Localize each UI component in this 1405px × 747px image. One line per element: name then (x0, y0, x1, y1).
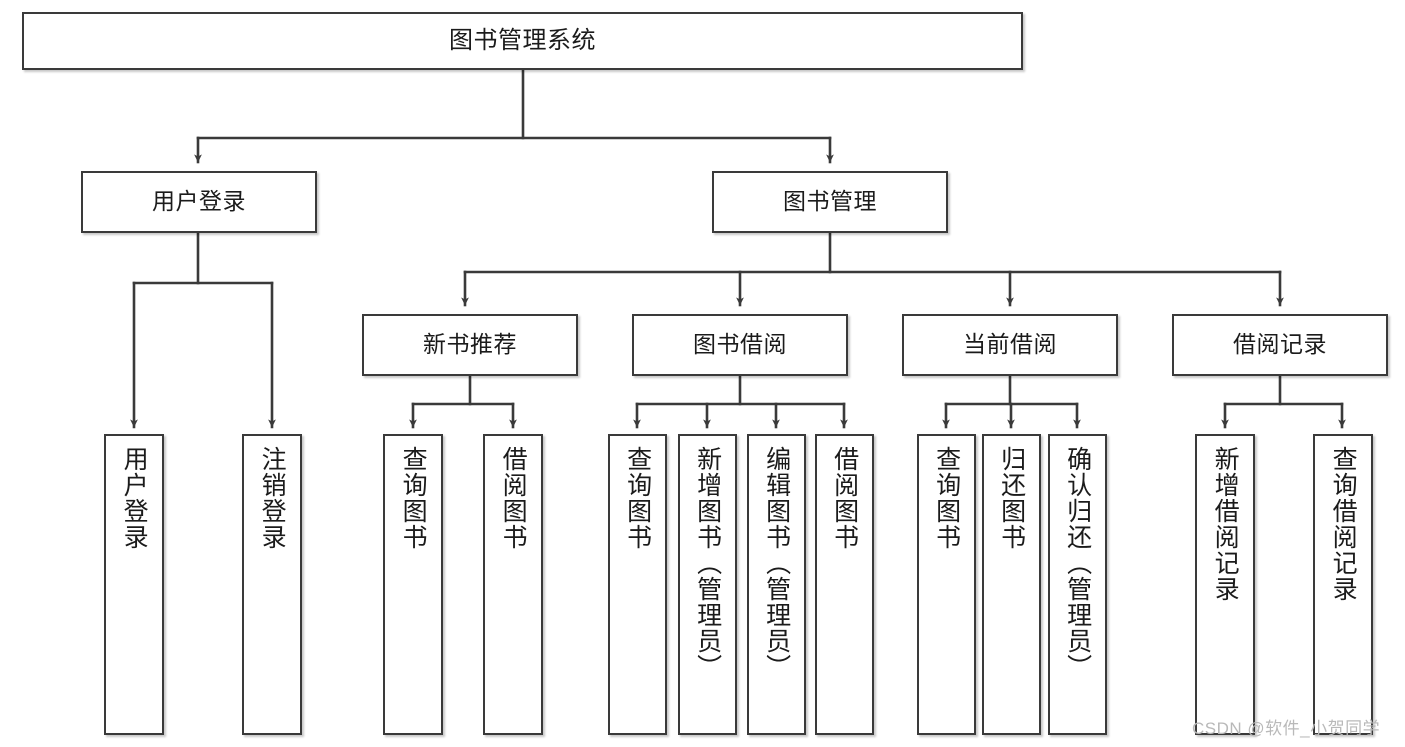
node-label: 查询图书 (399, 446, 428, 550)
leaf-user-login-signout[interactable]: 注销登录 (242, 434, 302, 735)
node-label: 用户登录 (152, 188, 246, 215)
node-label: 图书管理系统 (449, 26, 596, 54)
node-label: 新增图书（管理员） (693, 446, 722, 680)
node-label: 归还图书 (997, 446, 1026, 550)
leaf-user-login-signin[interactable]: 用户登录 (104, 434, 164, 735)
leaf-current-return-book[interactable]: 归还图书 (982, 434, 1041, 735)
leaf-new-book-query[interactable]: 查询图书 (383, 434, 443, 735)
leaf-borrow-add-book-admin[interactable]: 新增图书（管理员） (678, 434, 737, 735)
node-label: 借阅图书 (830, 446, 859, 550)
node-label: 确认归还（管理员） (1063, 446, 1092, 680)
node-label: 借阅图书 (499, 446, 528, 550)
node-user-login[interactable]: 用户登录 (81, 171, 317, 233)
node-current-borrow[interactable]: 当前借阅 (902, 314, 1118, 376)
node-label: 查询图书 (932, 446, 961, 550)
node-label: 查询图书 (623, 446, 652, 550)
leaf-current-query-book[interactable]: 查询图书 (917, 434, 976, 735)
leaf-record-query-record[interactable]: 查询借阅记录 (1313, 434, 1373, 735)
node-book-management[interactable]: 图书管理 (712, 171, 948, 233)
node-borrow-record[interactable]: 借阅记录 (1172, 314, 1388, 376)
node-label: 新增借阅记录 (1211, 446, 1240, 602)
leaf-borrow-query-book[interactable]: 查询图书 (608, 434, 667, 735)
node-root-system[interactable]: 图书管理系统 (22, 12, 1023, 70)
node-label: 编辑图书（管理员） (762, 446, 791, 680)
node-label: 查询借阅记录 (1329, 446, 1358, 602)
node-label: 借阅记录 (1233, 331, 1327, 358)
leaf-new-book-borrow[interactable]: 借阅图书 (483, 434, 543, 735)
node-label: 新书推荐 (423, 331, 517, 358)
node-label: 注销登录 (258, 446, 287, 550)
node-label: 图书管理 (783, 188, 877, 215)
leaf-current-confirm-return-admin[interactable]: 确认归还（管理员） (1048, 434, 1107, 735)
csdn-watermark: CSDN @软件_小贺同学 (1192, 719, 1381, 738)
leaf-record-add-record[interactable]: 新增借阅记录 (1195, 434, 1255, 735)
leaf-borrow-borrow-book[interactable]: 借阅图书 (815, 434, 874, 735)
node-book-borrow[interactable]: 图书借阅 (632, 314, 848, 376)
node-new-book-recommend[interactable]: 新书推荐 (362, 314, 578, 376)
node-label: 用户登录 (120, 446, 149, 550)
node-label: 图书借阅 (693, 331, 787, 358)
node-label: 当前借阅 (963, 331, 1057, 358)
leaf-borrow-edit-book-admin[interactable]: 编辑图书（管理员） (747, 434, 806, 735)
